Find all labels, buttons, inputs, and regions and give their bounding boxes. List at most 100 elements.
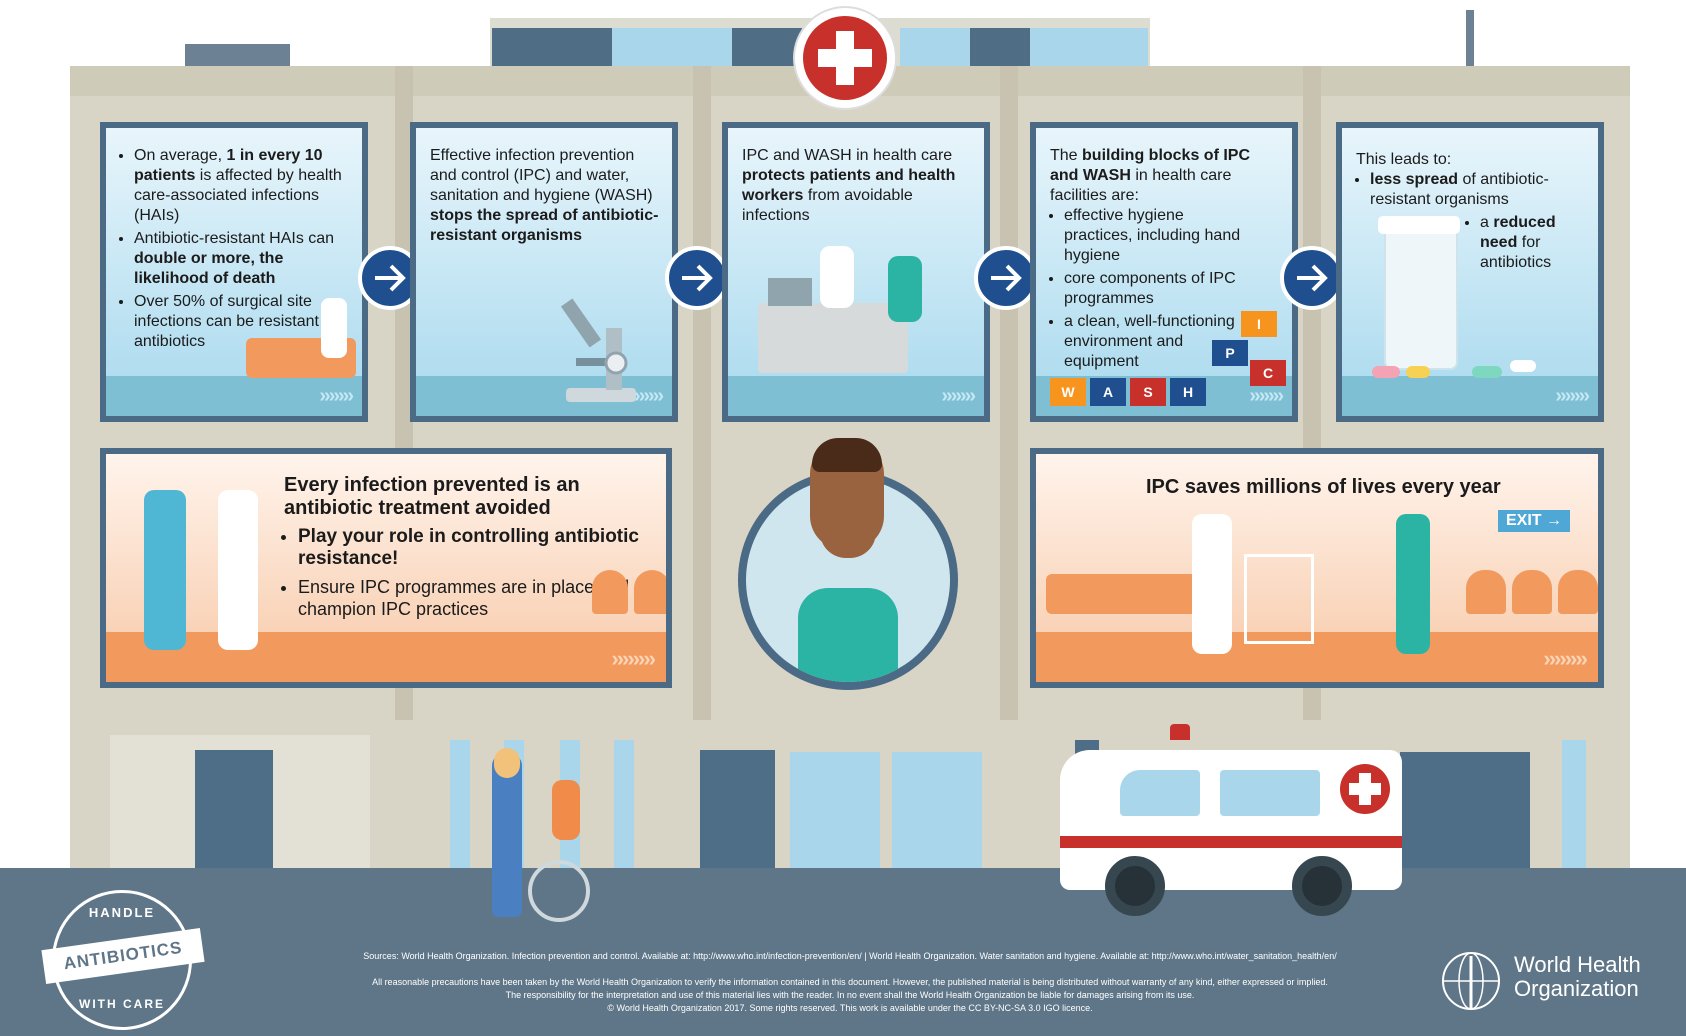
pill-icon [1406,366,1430,378]
text: Over 50% of surgical site infections can… [134,293,337,350]
sources-text: Sources: World Health Organization. Infe… [363,951,1337,961]
block-h: H [1170,378,1206,406]
wash-blocks: W A S H [1050,378,1206,406]
text: Effective infection prevention and contr… [430,147,653,204]
ambulance-wheel-icon [1105,856,1165,916]
text-bold: stops the spread of antibiotic-resistant… [430,207,659,244]
arrow-right-icon [1280,246,1344,310]
text-bold: double or more, the likelihood of death [134,250,284,287]
surgeon-illustration [144,490,186,650]
nurse-head [494,748,520,778]
logo-middle-text: ANTIBIOTICS [41,928,205,984]
pill-icon [1510,360,1536,372]
patient-illustration [888,256,922,322]
block-i: I [1241,311,1277,337]
roof-window [732,28,802,66]
panel-every-infection: ›››››››› Every infection prevented is an… [100,448,672,688]
list-item: Play your role in controlling antibiotic… [298,526,644,570]
panel-building-blocks: ››››››› The building blocks of IPC and W… [1030,122,1298,422]
text: Antibiotic-resistant HAIs can [134,230,335,247]
waiting-chairs [592,570,666,614]
person-hair [812,438,882,472]
doctor-illustration [218,490,258,650]
who-emblem-icon [1436,946,1506,1016]
text: IPC and WASH in health care [742,147,953,164]
text-bold: 1 in every 10 patients [134,147,323,184]
logo-bottom-text: WITH CARE [79,997,165,1011]
who-line2: Organization [1514,976,1639,1001]
text: in health care facilities are: [1050,167,1232,204]
microscope-icon [556,288,646,413]
exit-label: EXIT [1506,512,1542,529]
block-c: C [1250,360,1286,386]
siren-light [1170,724,1190,740]
arrow-right-icon [974,246,1038,310]
text: a [1480,214,1494,231]
block-s: S [1130,378,1166,406]
text: for antibiotics [1480,234,1552,271]
copyright-text: © World Health Organization 2017. Some r… [607,1003,1093,1013]
who-logo-text: World Health Organization [1514,953,1641,1001]
doctor-illustration [820,246,854,308]
roof-window [492,28,612,66]
block-p: P [1212,340,1248,366]
desk-illustration [758,303,908,373]
window [614,740,634,870]
text: This leads to: [1356,151,1452,168]
text-bold: protects patients and health workers [742,167,956,204]
glass-door [790,752,880,870]
disclaimer-text: The responsibility for the interpretatio… [505,990,1195,1000]
street [0,868,1686,1036]
roof-window [970,28,1030,66]
text: from avoidable infections [742,187,913,224]
text: The [1050,147,1083,164]
pill-bottle-icon [1384,226,1458,370]
nurse-walking-illustration [492,752,522,917]
red-cross-icon [1340,764,1390,814]
roof-window [612,28,732,66]
roof-unit [185,44,290,66]
block-a: A [1090,378,1126,406]
panel-ipc-saves: ›››››››› IPC saves millions of lives eve… [1030,448,1604,688]
door [700,750,775,870]
panel-protects: ››››››› IPC and WASH in health care prot… [722,122,990,422]
door [1400,752,1530,870]
pill-icon [1372,366,1400,378]
arrow-right-icon [665,246,729,310]
text: is affected by health care-associated in… [134,167,342,224]
list-item: core components of IPC programmes [1064,269,1249,309]
text-bold: reduced need [1480,214,1556,251]
walking-patient-illustration [1396,514,1430,654]
block-w: W [1050,378,1086,406]
window [450,740,470,870]
wheelchair-wheel-icon [528,860,590,922]
list-item: effective hygiene practices, including h… [1064,206,1249,266]
hospital-bed-illustration [1046,574,1216,614]
hospital-cross-badge [795,8,895,108]
wheelchair-patient [552,780,580,840]
ambulance-wheel-icon [1292,856,1352,916]
bottle-cap [1378,216,1460,234]
panel-leads-to: ››››››› This leads to: less spread of an… [1336,122,1604,422]
text-bold: less spread [1370,171,1459,188]
laptop-illustration [768,278,812,306]
panel-hai-facts: ››››››› On average, 1 in every 10 patien… [100,122,368,422]
nurse-illustration [1192,514,1232,654]
heading: IPC saves millions of lives every year [1146,476,1501,498]
text-bold: building blocks of IPC and WASH [1050,147,1251,184]
disclaimer-text: All reasonable precautions have been tak… [372,977,1328,987]
cart-illustration [1244,554,1314,644]
roof-window [1030,28,1148,66]
glass-door [892,752,982,870]
pill-icon [1472,366,1502,378]
logo-top-text: HANDLE [88,905,156,920]
waiting-chairs [1466,570,1598,614]
antenna [1466,10,1474,68]
heading: Every infection prevented is an antibiot… [284,474,580,519]
list-item: Ensure IPC programmes are in place and c… [298,576,644,620]
roof-window [900,28,970,66]
footer-disclaimer: All reasonable precautions have been tak… [300,976,1400,1015]
door [195,750,273,870]
who-line1: World Health [1514,952,1641,977]
text: On average, [134,147,227,164]
